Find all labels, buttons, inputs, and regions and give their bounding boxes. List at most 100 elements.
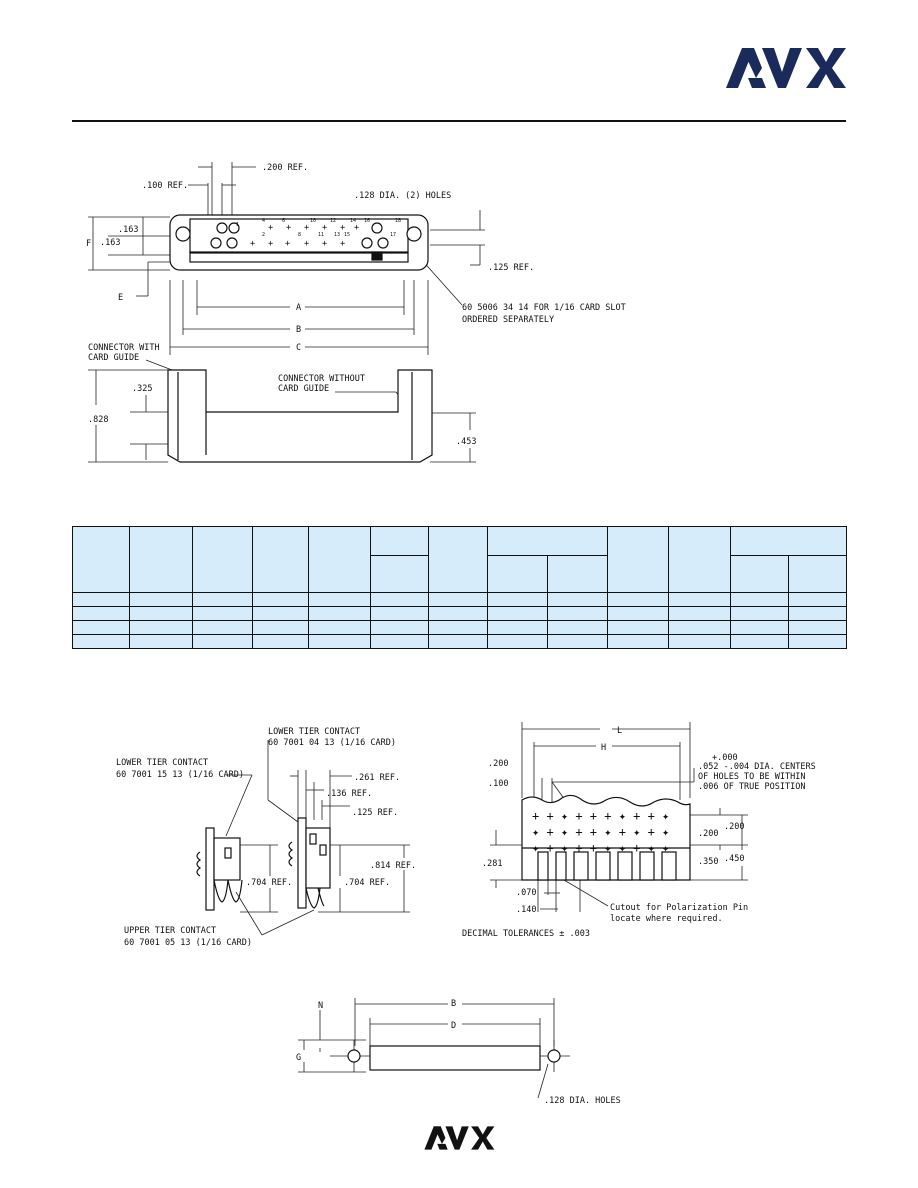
holes-label: .128 DIA. (2) HOLES [354, 191, 451, 201]
svg-text:+: + [322, 223, 327, 233]
pin-number-1: 1 [236, 222, 239, 228]
dim-140: .140 [516, 905, 536, 915]
table-header-row-2 [73, 555, 847, 593]
dim-200-b: .200 [698, 829, 718, 839]
avx-logo [726, 48, 846, 88]
svg-text:+ + ✦ + + + ✦ + + ✦: + + ✦ + + + ✦ + + ✦ [532, 809, 669, 823]
dim-281: .281 [482, 859, 502, 869]
label-c: C [296, 343, 301, 353]
dim-704-ref-a: .704 REF. [246, 878, 292, 888]
contact-side-view-drawing: LOWER TIER CONTACT 60 7001 04 13 (1/16 C… [116, 727, 416, 948]
mounting-footprint-drawing: N B D G .128 DIA. HOLES [296, 998, 621, 1106]
dim-163-b: .163 [100, 238, 120, 248]
dim-125-ref: .125 REF. [488, 263, 534, 273]
dim-450: .450 [724, 854, 744, 864]
label-d: D [451, 1021, 456, 1031]
decimal-tolerances: DECIMAL TOLERANCES ± .003 [462, 929, 590, 939]
pin-number-2: 2 [262, 232, 265, 238]
dim-704-ref-b: .704 REF. [344, 878, 390, 888]
spec-table [72, 526, 847, 649]
dim-261-ref: .261 REF. [354, 773, 400, 783]
pin-number-12: 12 [330, 218, 336, 224]
pin-number-16: 16 [364, 218, 370, 224]
dim-136-ref: .136 REF. [326, 789, 372, 799]
upper-tier-line2: 60 7001 05 13 (1/16 CARD) [124, 938, 252, 948]
pin-number-8: 8 [298, 232, 301, 238]
label-l: L [617, 726, 622, 736]
label-a: A [296, 303, 301, 313]
label-b-bottom: B [451, 999, 456, 1009]
pin-number-13: 13 [334, 232, 340, 238]
label-n: N [318, 1001, 323, 1011]
svg-text:✦ + ✦ + + ✦ ✦ + ✦ ✦: ✦ + ✦ + + ✦ ✦ + ✦ ✦ [532, 841, 669, 855]
top-connector-drawing: + + + + + + + + + + + + 1 2 4 6 8 10 11 12 13 14… [86, 162, 626, 463]
dim-125-ref-contact: .125 REF. [352, 808, 398, 818]
label-f: F [86, 239, 91, 249]
card-slot-note-line2: ORDERED SEPARATELY [462, 315, 554, 325]
cutout-note-line1: Cutout for Polarization Pin [610, 903, 748, 913]
table-row [72, 592, 847, 607]
svg-text:+: + [340, 239, 345, 249]
pin-number-18: 18 [395, 218, 401, 224]
lower-tier-2-line1: LOWER TIER CONTACT [116, 758, 208, 768]
lower-tier-2-line2: 60 7001 15 13 (1/16 CARD) [116, 770, 244, 780]
svg-text:+: + [285, 239, 290, 249]
dim-163-a: .163 [118, 225, 138, 235]
label-g: G [296, 1053, 301, 1063]
pcb-footprint-drawing: + + ✦ + + + ✦ + + ✦ ✦ + ✦ + + ✦ + ✦ + ✦ … [462, 722, 816, 939]
dim-814-ref: .814 REF. [370, 861, 416, 871]
card-slot-note-line1: 60 5006 34 14 FOR 1/16 CARD SLOT [462, 303, 626, 313]
with-guide-line2: CARD GUIDE [88, 353, 139, 363]
without-guide-line2: CARD GUIDE [278, 384, 329, 394]
label-e: E [118, 293, 123, 303]
tolerance-line3: .006 OF TRUE POSITION [698, 782, 805, 792]
svg-text:+: + [268, 223, 273, 233]
pin-number-15: 15 [344, 232, 350, 238]
holes-label-bottom: .128 DIA. HOLES [544, 1096, 621, 1106]
svg-text:+: + [322, 239, 327, 249]
dim-100: .100 [488, 779, 508, 789]
upper-tier-line1: UPPER TIER CONTACT [124, 926, 216, 936]
svg-text:+: + [304, 223, 309, 233]
pin-number-17: 17 [390, 232, 396, 238]
table-row [72, 606, 847, 621]
pin-number-11: 11 [318, 232, 324, 238]
tolerance-line1: .052 -.004 DIA. CENTERS [698, 762, 816, 772]
svg-text:+: + [268, 239, 273, 249]
svg-text:+: + [354, 223, 359, 233]
lower-tier-1-line1: LOWER TIER CONTACT [268, 727, 360, 737]
dim-828: .828 [88, 415, 108, 425]
dim-100-ref: .100 REF. [142, 181, 188, 191]
tolerance-line2: OF HOLES TO BE WITHIN [698, 772, 805, 782]
table-row [72, 634, 847, 649]
svg-text:+: + [340, 223, 345, 233]
pin-number-6: 6 [282, 218, 285, 224]
avx-logo-footer [424, 1126, 495, 1150]
table-row [72, 620, 847, 635]
pin-number-10: 10 [310, 218, 316, 224]
dim-200-ref: .200 REF. [262, 163, 308, 173]
cutout-note-line2: locate where required. [610, 914, 723, 924]
label-h: H [601, 743, 606, 753]
table-header-row-1 [72, 526, 847, 593]
svg-text:✦ + ✦ + + ✦ + ✦ + ✦: ✦ + ✦ + + ✦ + ✦ + ✦ [532, 825, 669, 839]
hole-plus-marks: + + ✦ + + + ✦ + + ✦ ✦ + ✦ + + ✦ + ✦ + ✦ … [532, 809, 669, 855]
dim-325: .325 [132, 384, 152, 394]
dim-200-a: .200 [724, 822, 744, 832]
dim-070: .070 [516, 888, 536, 898]
dim-453: .453 [456, 437, 476, 447]
svg-text:+: + [304, 239, 309, 249]
dim-200-top: .200 [488, 759, 508, 769]
pin-number-14: 14 [350, 218, 356, 224]
dim-350: .350 [698, 857, 718, 867]
with-guide-line1: CONNECTOR WITH [88, 343, 160, 353]
tolerance-plus: +.000 [712, 753, 738, 763]
without-guide-line1: CONNECTOR WITHOUT [278, 374, 365, 384]
pin-plus-marks: + + + + + + + + + + + + [250, 223, 359, 249]
pin-number-4: 4 [262, 218, 265, 224]
svg-text:+: + [250, 239, 255, 249]
svg-text:+: + [286, 223, 291, 233]
label-b: B [296, 325, 301, 335]
lower-tier-1-line2: 60 7001 04 13 (1/16 CARD) [268, 738, 396, 748]
header-rule [72, 120, 846, 122]
